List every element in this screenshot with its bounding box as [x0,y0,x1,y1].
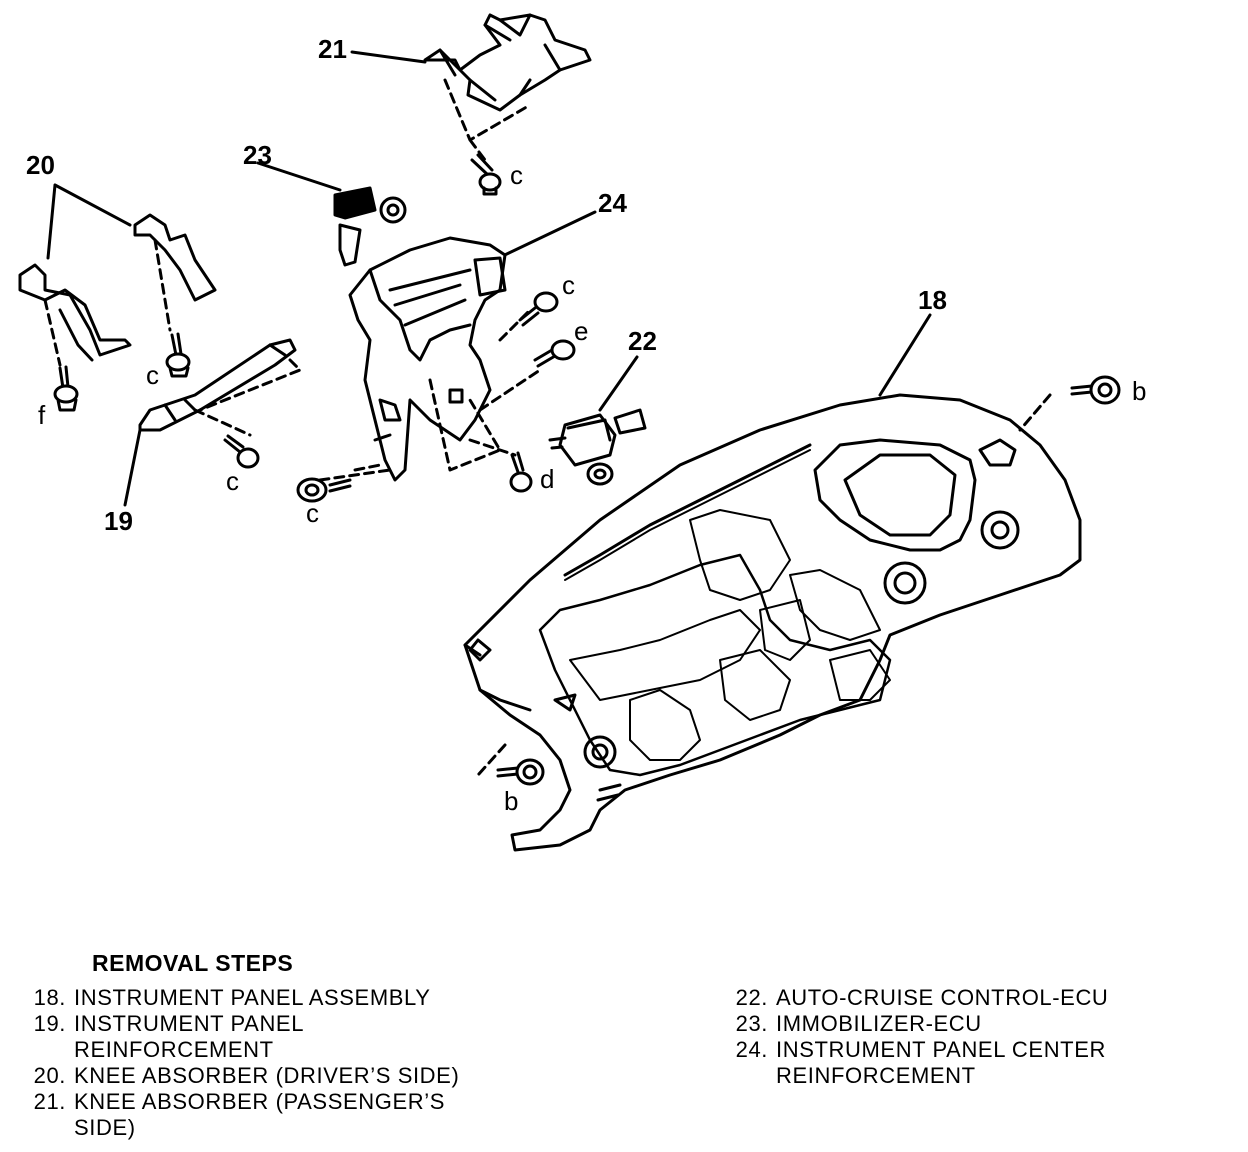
step-20: 20. KNEE ABSORBER (DRIVER’S SIDE) [22,1063,459,1089]
step-number: 21. [33,1089,66,1114]
fastener-letter-c-knee: c [146,360,159,390]
bolt-20-c [165,332,191,378]
dashed-lines-24-lower [318,463,392,482]
fastener-letter-c-bottom: c [306,498,319,528]
dashed-lines-19 [193,358,302,437]
dashed-lines-21 [443,78,532,162]
callout-22: 22 [628,326,657,356]
fastener-letter-c-mid: c [562,270,575,300]
leader-22 [598,355,639,412]
step-number: 24. [735,1037,768,1062]
bolt-20-f [53,365,79,412]
fastener-letter-e: e [574,316,589,346]
step-number: 23. [735,1011,768,1036]
instrument-panel-reinforcement [138,338,297,432]
leader-24 [488,210,597,264]
fastener-letter-f: f [38,400,46,430]
bolt-24-d [509,451,533,493]
auto-cruise-control-ecu [548,408,647,486]
step-18: 18. INSTRUMENT PANEL ASSEMBLY [22,985,431,1011]
bolt-21 [470,153,502,196]
dashed-lines-20 [43,238,172,367]
callout-23: 23 [243,140,272,170]
leader-23 [256,161,342,192]
knee-absorber-passenger-side [423,13,592,112]
leader-21 [350,50,427,64]
step-text-continued: REINFORCEMENT [776,1063,976,1088]
step-text: INSTRUMENT PANEL [74,1011,305,1036]
leader-18 [878,313,932,397]
bolt-18-b-right [1070,375,1121,405]
step-text: KNEE ABSORBER (DRIVER’S SIDE) [74,1063,460,1088]
bolt-18-b-left [496,758,545,786]
fastener-letter-d: d [540,464,555,494]
fastener-letter-b-left: b [504,786,519,816]
callout-24: 24 [598,188,627,218]
step-text: AUTO-CRUISE CONTROL-ECU [776,985,1109,1010]
callout-18: 18 [918,285,947,315]
step-text-continued: SIDE) [74,1115,136,1140]
leader-20 [46,183,132,260]
leader-19 [123,428,142,507]
step-number: 19. [33,1011,66,1036]
step-text: INSTRUMENT PANEL ASSEMBLY [74,985,431,1010]
instrument-panel-assembly [463,393,1082,852]
callout-21: 21 [318,34,347,64]
dashed-lines-24 [428,308,542,472]
step-23: 23. IMMOBILIZER-ECU [724,1011,982,1037]
bolt-24-c [518,291,559,327]
bolt-24-e [533,339,576,368]
callout-20: 20 [26,150,55,180]
callout-19: 19 [104,506,133,536]
instrument-panel-center-reinforcement [348,236,507,482]
step-text: KNEE ABSORBER (PASSENGER’S [74,1089,445,1114]
dashed-lines-18 [476,393,1052,777]
step-text: INSTRUMENT PANEL CENTER [776,1037,1106,1062]
fastener-letter-c-reinf: c [226,466,239,496]
bolt-19-c [223,434,260,469]
knee-absorber-driver-side [18,213,217,362]
immobilizer-ecu [333,186,407,267]
step-number: 20. [33,1063,66,1088]
step-number: 22. [735,985,768,1010]
step-22: 22. AUTO-CRUISE CONTROL-ECU [724,985,1108,1011]
fastener-letter-c-top: c [510,160,523,190]
step-text-continued: REINFORCEMENT [74,1037,274,1062]
step-text: IMMOBILIZER-ECU [776,1011,982,1036]
removal-steps-title: REMOVAL STEPS [92,950,294,976]
step-number: 18. [33,985,66,1010]
fastener-letter-b-right: b [1132,376,1147,406]
bolt-24-c-lower [296,477,352,503]
